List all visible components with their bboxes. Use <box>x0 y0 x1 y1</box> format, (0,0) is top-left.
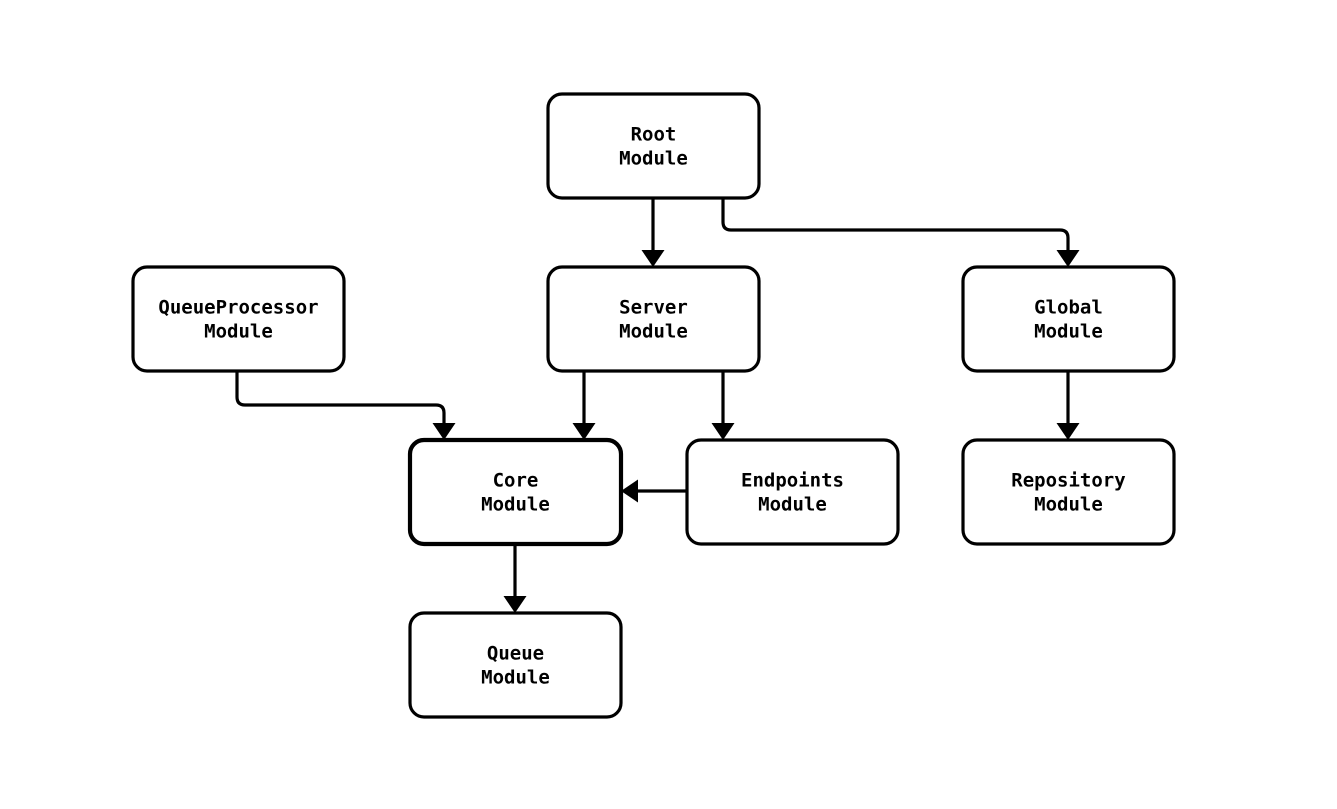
arrowhead-icon <box>621 479 638 503</box>
edge-root-to-global <box>721 198 1080 267</box>
node-label-secondary: Module <box>619 148 688 170</box>
edge-server-to-core <box>572 371 596 440</box>
node-box[interactable] <box>961 265 1176 373</box>
node-box[interactable] <box>961 438 1176 546</box>
node-box[interactable] <box>407 437 624 547</box>
node-label-primary: Global <box>1034 297 1103 319</box>
node-label-primary: Endpoints <box>741 470 844 492</box>
nodes-layer: RootModuleQueueProcessorModuleServerModu… <box>131 92 1176 719</box>
node-label-primary: Repository <box>1011 470 1125 492</box>
node-label-primary: Server <box>619 297 688 319</box>
node-label-secondary: Module <box>1034 494 1103 516</box>
node-box[interactable] <box>408 611 623 719</box>
edge-core-to-queue <box>503 544 527 613</box>
node-label-secondary: Module <box>481 667 550 689</box>
node-label-primary: QueueProcessor <box>158 297 318 319</box>
node-label-primary: Root <box>631 124 677 146</box>
edge-endpoints-to-core <box>621 479 687 503</box>
arrowhead-icon <box>572 423 596 440</box>
edge-queueprocessor-to-core <box>235 371 456 440</box>
node-label-secondary: Module <box>1034 321 1103 343</box>
arrowhead-icon <box>432 423 456 440</box>
edge-line <box>721 198 1070 252</box>
node-label-secondary: Module <box>619 321 688 343</box>
node-label-primary: Core <box>493 470 539 492</box>
arrowhead-icon <box>641 250 665 267</box>
edge-server-to-endpoints <box>711 371 735 440</box>
node-label-primary: Queue <box>487 643 544 665</box>
edge-line <box>235 371 446 425</box>
node-box[interactable] <box>685 438 900 546</box>
node-box[interactable] <box>546 92 761 200</box>
node-label-secondary: Module <box>204 321 273 343</box>
edge-root-to-server <box>641 198 665 267</box>
arrowhead-icon <box>711 423 735 440</box>
arrowhead-icon <box>503 596 527 613</box>
arrowhead-icon <box>1056 250 1080 267</box>
node-label-secondary: Module <box>758 494 827 516</box>
edge-global-to-repository <box>1056 371 1080 440</box>
node-box[interactable] <box>546 265 761 373</box>
node-label-secondary: Module <box>481 494 550 516</box>
arrowhead-icon <box>1056 423 1080 440</box>
edges-layer <box>235 198 1080 613</box>
node-box[interactable] <box>131 265 346 373</box>
